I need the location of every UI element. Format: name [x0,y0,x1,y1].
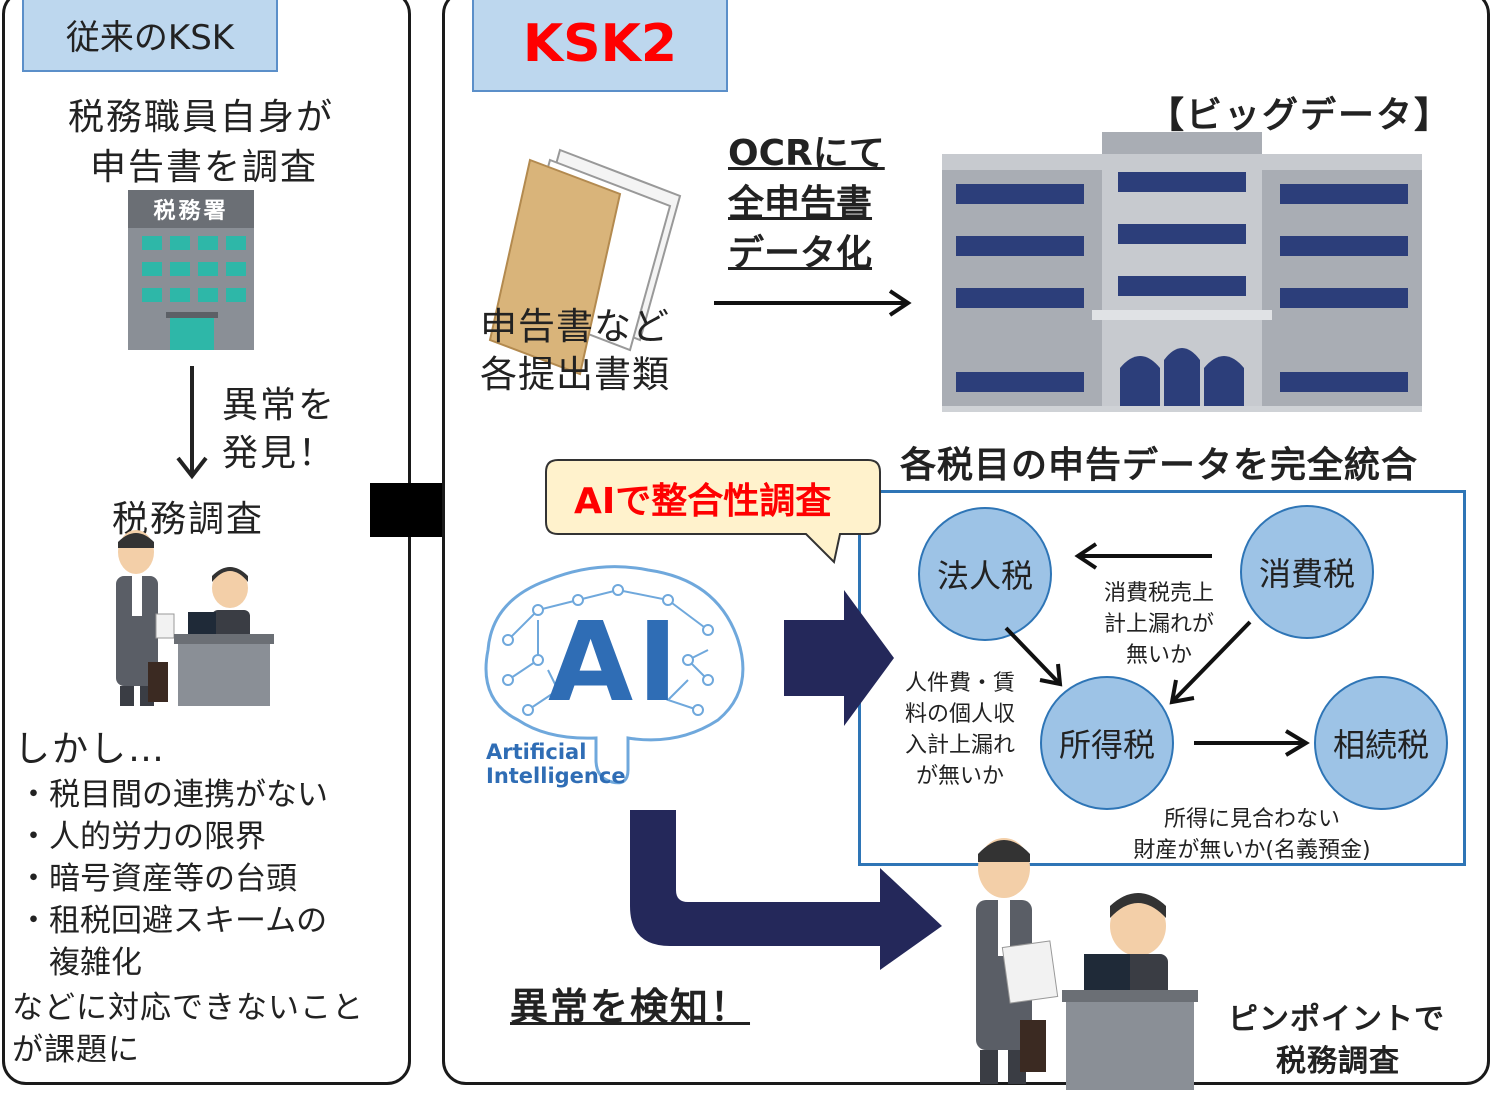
issue-item: ・暗号資産等の台頭 [18,861,297,897]
right-tag: KSK2 [472,0,728,92]
personnel-note: 人件費・賃 料の個人収 入計上漏れ が無いか [890,668,1030,792]
ai-to-network-arrow [784,590,894,726]
left-tag-label: 従来のKSK [65,17,235,58]
consumption-note-line: 消費税売上 [1103,581,1214,606]
issue-item: ・人的労力の限界 [18,819,266,855]
inheritance-note: 所得に見合わない 財産が無いか(名義預金) [1102,804,1402,866]
ai-brain-icon [484,565,745,785]
tax-office-building: 税務署 [128,190,254,350]
docs-line2: 各提出書類 [480,353,670,396]
left-tag: 従来のKSK [22,0,278,72]
left-conclusion2: が課題に [12,1032,140,1068]
issue-item: ・租税回避スキームの [18,903,328,939]
left-line1: 税務職員自身が [68,97,335,138]
consumption-tax-label: 消費税 [1258,555,1355,593]
pinpoint-line2: 税務調査 [1276,1044,1400,1079]
ocr-line1: OCRにて [728,133,885,174]
envelope-icon [488,148,682,376]
inheritance-tax-label: 相続税 [1332,726,1429,764]
issue-item: ・税目間の連携がない [18,777,328,813]
inheritance-note-line: 財産が無いか(名義預金) [1133,838,1371,863]
issue-item: 複雑化 [18,945,142,981]
tax-office-sign: 税務署 [153,199,229,224]
ai-bubble-label: AIで整合性調査 [574,481,832,522]
pinpoint-line1: ピンポイントで [1228,1002,1445,1037]
down-arrow [176,366,208,480]
left-panel [2,0,411,1085]
corporate-tax-label: 法人税 [936,557,1033,595]
consumption-note: 消費税売上 計上漏れが 無いか [1094,578,1224,671]
inheritance-note-line: 所得に見合わない [1163,807,1340,832]
issues-list: ・税目間の連携がない ・人的労力の限界 ・暗号資産等の台頭 ・租税回避スキームの… [18,774,328,984]
relation-arrows [1004,542,1310,757]
left-line2: 申告書を調査 [90,147,319,188]
detect-arrow [630,810,942,970]
ai-label1: Artificial [486,740,587,764]
personnel-note-line: が無いか [915,764,1004,789]
integrate-label: 各税目の申告データを完全統合 [900,445,1419,486]
income-tax-label: 所得税 [1058,726,1155,764]
corporate-tax-circle: 法人税 [918,507,1052,641]
audit-illustration-left [116,530,274,706]
left-conclusion1: などに対応できないこと [12,990,364,1026]
left-however: しかし… [14,729,167,770]
ai-letters: AI [548,598,683,726]
ocr-arrow [714,289,912,317]
building-windows [142,236,246,350]
personnel-note-line: 人件費・賃 [904,671,1015,696]
consumption-note-line: 計上漏れが [1103,612,1214,637]
detect-label: 異常を検知！ [510,985,751,1029]
left-detect2: 発見！ [222,433,337,474]
ai-speech-bubble [545,459,881,565]
audit-illustration-right [976,838,1198,1090]
docs-line1: 申告書など [480,305,670,348]
right-tag-label: KSK2 [522,14,678,74]
ocr-line2: 全申告書 [728,183,873,224]
consumption-tax-circle: 消費税 [1240,505,1374,639]
inheritance-tax-circle: 相続税 [1314,676,1448,810]
ai-label2: Intelligence [486,764,626,788]
bigdata-building [942,132,1422,412]
consumption-note-line: 無いか [1125,643,1192,668]
ocr-line3: データ化 [728,233,873,274]
left-detect1: 異常を [222,385,337,426]
personnel-note-line: 入計上漏れ [904,733,1015,758]
income-tax-circle: 所得税 [1040,676,1174,810]
personnel-note-line: 料の個人収 [904,702,1015,727]
bigdata-label: 【ビッグデータ】 [1148,95,1453,136]
